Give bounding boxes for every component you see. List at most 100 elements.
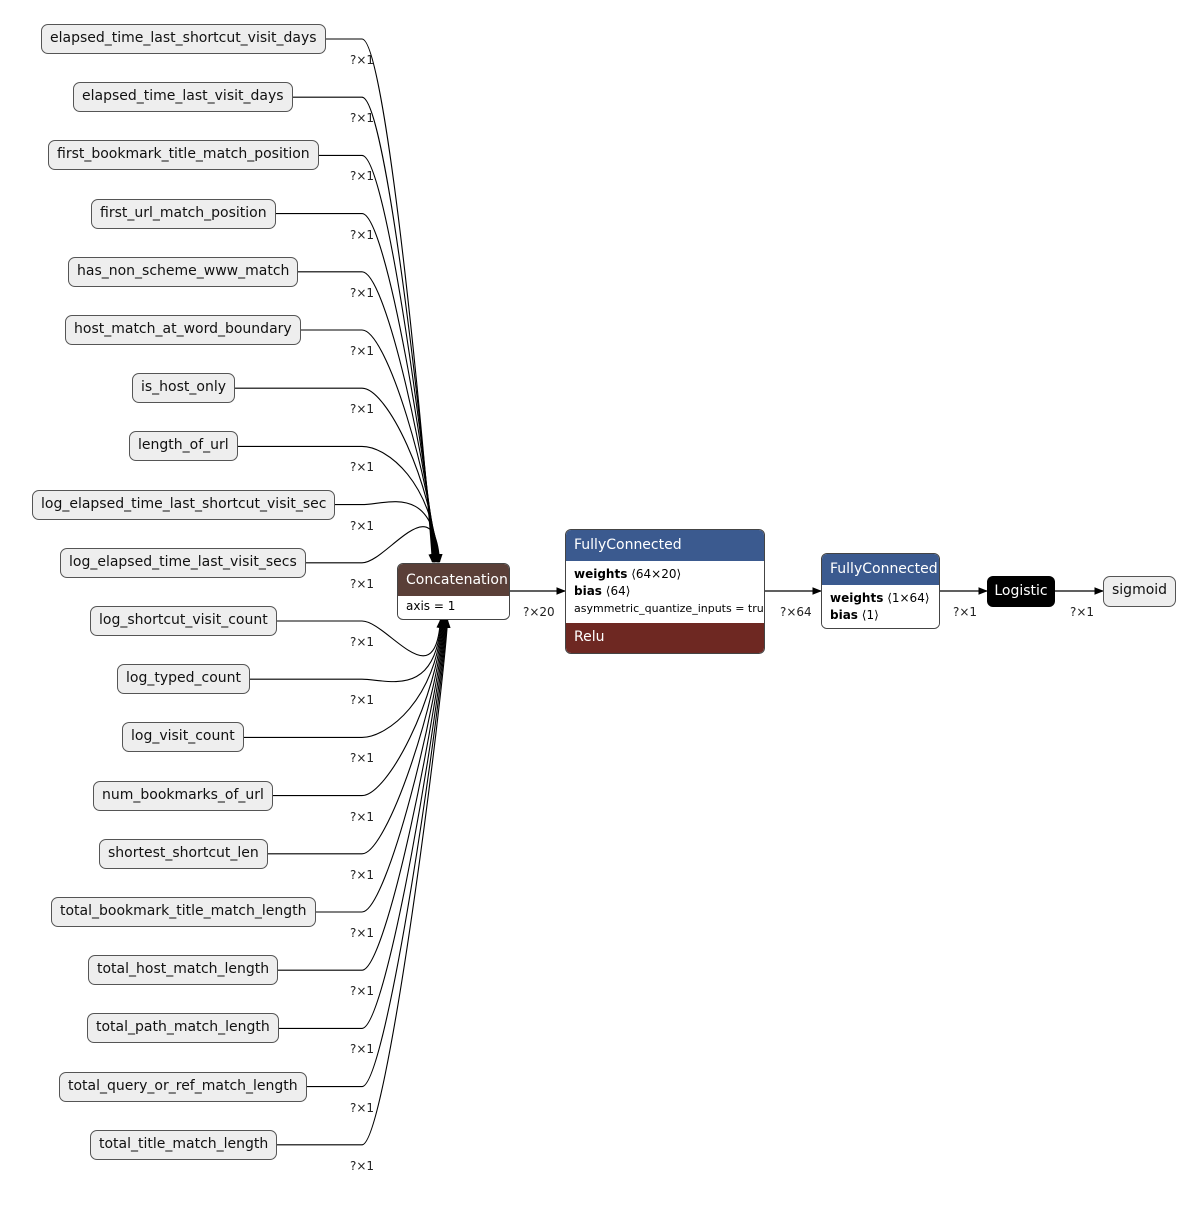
fc1-weights-label: weights xyxy=(574,567,628,581)
input-node[interactable]: first_bookmark_title_match_position xyxy=(48,140,319,171)
fc2-weights-row: weights ⟨1×64⟩ xyxy=(830,590,931,607)
fc2-weights-shape: ⟨1×64⟩ xyxy=(887,591,930,605)
input-shape-label: ?×1 xyxy=(350,518,375,533)
input-shape-label: ?×1 xyxy=(350,693,375,708)
edge-input-concat xyxy=(325,38,436,563)
input-node-label: shortest_shortcut_len xyxy=(108,844,259,861)
input-shape-label: ?×1 xyxy=(350,1158,375,1173)
input-node[interactable]: is_host_only xyxy=(132,373,236,404)
concatenation-header: Concatenation xyxy=(398,564,509,596)
edge-input-concat xyxy=(249,619,445,683)
fc1-bias-label: bias xyxy=(574,584,602,598)
input-node[interactable]: has_non_scheme_www_match xyxy=(68,256,299,287)
fc2-bias-row: bias ⟨1⟩ xyxy=(830,607,931,624)
input-node[interactable]: first_url_match_position xyxy=(91,198,276,229)
output-node-sigmoid[interactable]: sigmoid xyxy=(1103,576,1177,607)
edge-input-concat xyxy=(318,154,438,563)
output-label: sigmoid xyxy=(1112,582,1168,598)
edge-input-concat xyxy=(278,619,449,971)
input-shape-label: ?×1 xyxy=(350,402,375,417)
logistic-node[interactable]: Logistic xyxy=(987,576,1055,607)
fc1-attributes: weights ⟨64×20⟩ bias ⟨64⟩ asymmetric_qua… xyxy=(566,561,764,623)
fc1-header: FullyConnected xyxy=(566,530,764,561)
input-node[interactable]: log_shortcut_visit_count xyxy=(90,606,277,636)
input-node[interactable]: elapsed_time_last_shortcut_visit_days xyxy=(41,24,326,54)
input-node[interactable]: log_elapsed_time_last_visit_secs xyxy=(60,547,306,578)
input-node-label: num_bookmarks_of_url xyxy=(102,786,264,803)
edge-input-concat xyxy=(276,619,451,1146)
input-shape-label: ?×1 xyxy=(350,1100,375,1115)
fc1-bias-row: bias ⟨64⟩ xyxy=(574,583,756,600)
input-shape-label: ?×1 xyxy=(350,926,375,940)
input-node-label: is_host_only xyxy=(141,379,227,396)
input-node-label: total_title_match_length xyxy=(99,1135,269,1152)
input-node-label: log_elapsed_time_last_visit_secs xyxy=(69,553,297,570)
input-shape-label: ?×1 xyxy=(350,227,375,242)
edge-input-concat xyxy=(276,619,444,657)
input-shape-label: ?×1 xyxy=(350,576,375,591)
input-node[interactable]: total_title_match_length xyxy=(90,1129,278,1160)
input-node-label: log_elapsed_time_last_shortcut_visit_sec xyxy=(41,495,327,512)
input-node-label: log_visit_count xyxy=(131,728,235,745)
input-node-label: total_query_or_ref_match_length xyxy=(68,1077,298,1094)
input-shape-label: ?×1 xyxy=(350,635,375,649)
fc1-activation-label: Relu xyxy=(574,629,605,645)
fc2-output-shape: ?×1 xyxy=(953,605,978,619)
input-node-label: has_non_scheme_www_match xyxy=(77,262,290,279)
edge-input-concat xyxy=(306,526,443,564)
input-shape-label: ?×1 xyxy=(350,1042,375,1057)
input-node-label: log_shortcut_visit_count xyxy=(99,612,268,628)
input-node-label: elapsed_time_last_shortcut_visit_days xyxy=(50,30,317,46)
input-node[interactable]: elapsed_time_last_visit_days xyxy=(73,82,293,113)
input-shape-label: ?×1 xyxy=(350,460,375,475)
fc2-weights-label: weights xyxy=(830,591,884,605)
logistic-output-shape: ?×1 xyxy=(1070,605,1095,619)
input-node[interactable]: host_match_at_word_boundary xyxy=(65,315,301,345)
input-shape-label: ?×1 xyxy=(350,984,375,999)
concatenation-node[interactable]: Concatenation axis = 1 xyxy=(397,563,510,620)
edge-input-concat xyxy=(315,619,448,913)
input-shape-label: ?×1 xyxy=(350,285,375,300)
input-node[interactable]: shortest_shortcut_len xyxy=(99,838,268,869)
edge-input-concat xyxy=(267,619,447,855)
input-node[interactable]: log_elapsed_time_last_shortcut_visit_sec xyxy=(32,489,336,520)
fc1-quantize-attr: asymmetric_quantize_inputs = true xyxy=(574,602,765,615)
fc2-title: FullyConnected xyxy=(830,561,938,577)
input-node-label: total_host_match_length xyxy=(97,961,270,978)
input-node-label: total_path_match_length xyxy=(96,1019,270,1036)
edge-input-concat xyxy=(279,619,450,1029)
fc2-bias-shape: ⟨1⟩ xyxy=(861,608,879,622)
fc1-output-shape: ?×64 xyxy=(780,605,812,619)
input-node-label: first_bookmark_title_match_position xyxy=(57,146,310,163)
edge-input-concat xyxy=(244,619,446,738)
edge-input-concat xyxy=(234,387,441,563)
input-node[interactable]: total_host_match_length xyxy=(88,955,279,986)
input-shape-label: ?×1 xyxy=(350,751,375,766)
input-shape-label: ?×1 xyxy=(350,169,375,184)
input-node-label: log_typed_count xyxy=(126,670,242,687)
fc2-bias-label: bias xyxy=(830,608,858,622)
input-node[interactable]: length_of_url xyxy=(129,431,238,462)
fully-connected-node-2[interactable]: FullyConnected weights ⟨1×64⟩ bias ⟨1⟩ xyxy=(821,553,940,629)
input-node[interactable]: total_query_or_ref_match_length xyxy=(59,1071,307,1102)
input-node-label: first_url_match_position xyxy=(100,204,267,221)
input-node[interactable]: log_typed_count xyxy=(117,664,251,695)
input-node-label: total_bookmark_title_match_length xyxy=(60,903,307,919)
fully-connected-node-1[interactable]: FullyConnected weights ⟨64×20⟩ bias ⟨64⟩… xyxy=(565,529,765,654)
fc1-weights-shape: ⟨64×20⟩ xyxy=(631,567,682,581)
input-node-label: host_match_at_word_boundary xyxy=(74,321,292,337)
input-shape-label: ?×1 xyxy=(350,111,375,126)
input-node[interactable]: num_bookmarks_of_url xyxy=(93,780,273,811)
input-node[interactable]: log_visit_count xyxy=(122,722,244,753)
logistic-title: Logistic xyxy=(994,583,1048,599)
input-shape-label: ?×1 xyxy=(350,809,375,824)
fc1-activation: Relu xyxy=(566,623,764,653)
fc1-title: FullyConnected xyxy=(574,537,682,553)
fc1-bias-shape: ⟨64⟩ xyxy=(605,584,631,598)
input-shape-label: ?×1 xyxy=(350,867,375,882)
input-node-label: length_of_url xyxy=(138,437,229,454)
input-node[interactable]: total_bookmark_title_match_length xyxy=(51,897,316,927)
edge-input-concat xyxy=(307,619,450,1088)
input-node[interactable]: total_path_match_length xyxy=(87,1013,279,1044)
